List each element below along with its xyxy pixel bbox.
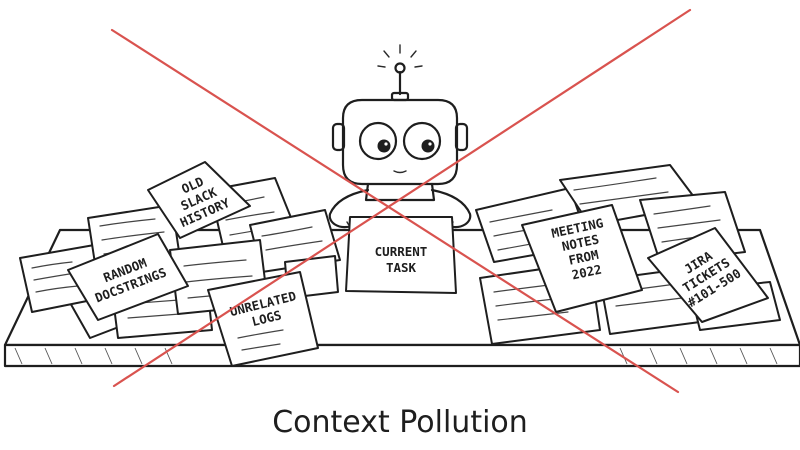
- unrelated-logs-line2: LOGS: [250, 307, 283, 329]
- current-task-line2: TASK: [386, 260, 417, 275]
- old-slack-history-note: OLD SLACK HISTORY: [147, 161, 251, 239]
- unrelated-logs-note: UNRELATED LOGS: [207, 271, 319, 367]
- robot-icon: [328, 44, 472, 233]
- meeting-notes-line4: 2022: [570, 262, 603, 283]
- meeting-notes-line3: FROM: [567, 247, 600, 268]
- antenna-signal-icon: [377, 44, 423, 68]
- meeting-notes-note: MEETING NOTES FROM 2022: [521, 204, 643, 313]
- current-task-line1: CURRENT: [375, 244, 428, 259]
- random-docstrings-note: RANDOM DOCSTRINGS: [67, 233, 189, 321]
- jira-tickets-note: JIRA TICKETS #101-500: [647, 227, 769, 323]
- red-x-icon: [110, 8, 692, 394]
- current-task-note: CURRENT TASK: [345, 216, 457, 294]
- page-title: Context Pollution: [272, 405, 528, 440]
